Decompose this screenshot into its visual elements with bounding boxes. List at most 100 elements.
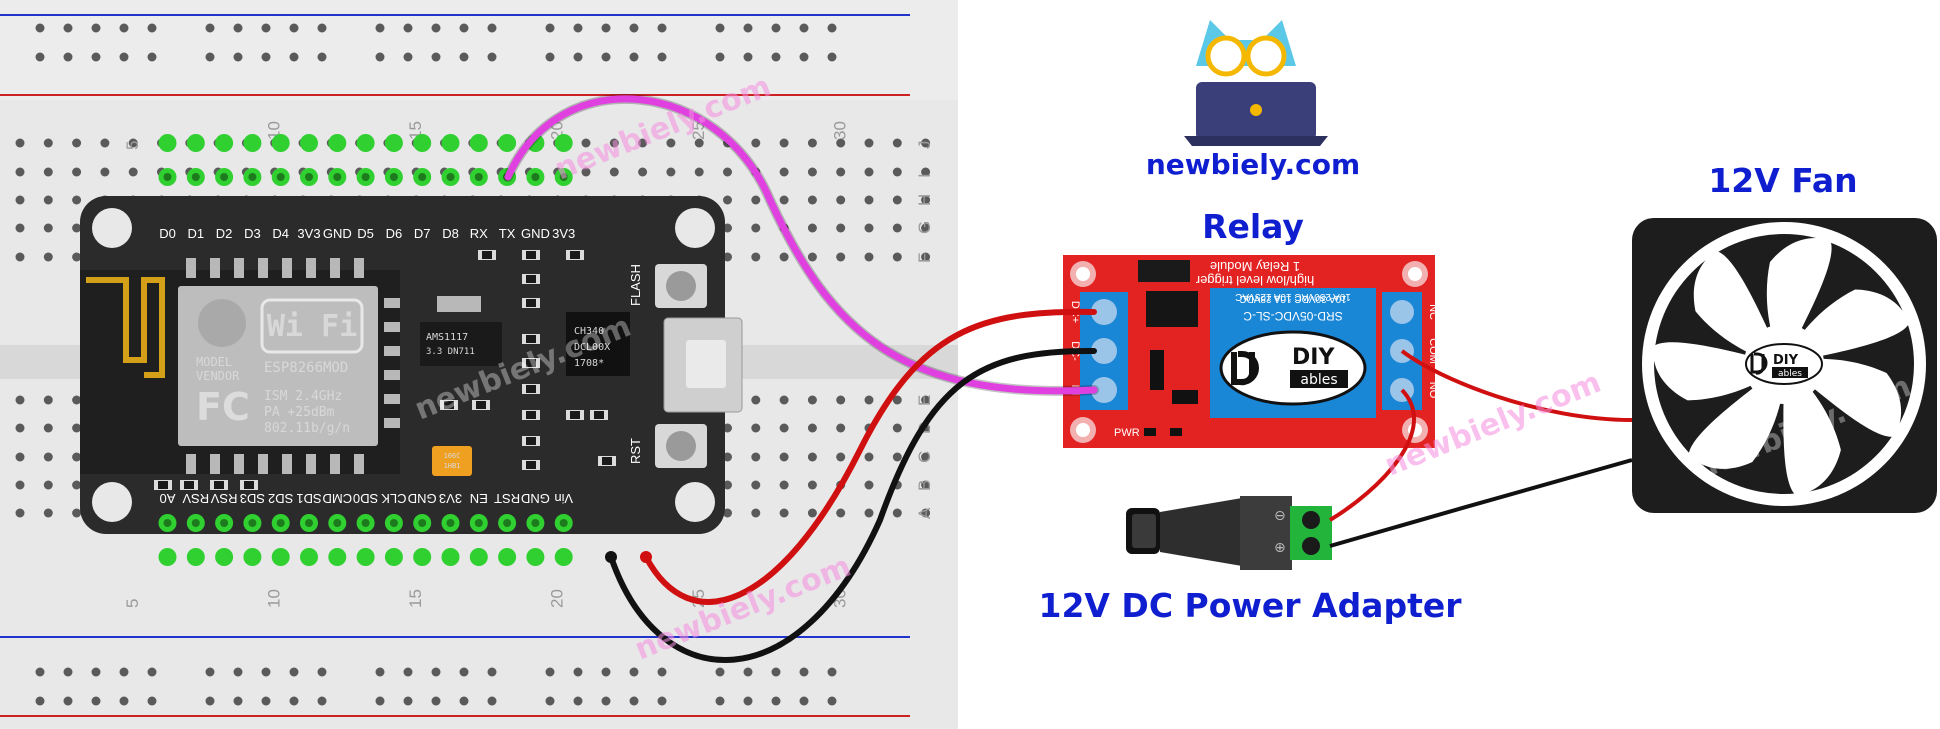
- header-pin: [441, 134, 460, 152]
- module-std-label: 802.11b/g/n: [264, 421, 350, 436]
- pin-label-d0: D0: [159, 226, 176, 241]
- signal-wire: [504, 95, 1098, 395]
- pin-label-d7: D7: [414, 226, 431, 241]
- pin-label-en: EN: [470, 491, 488, 506]
- pin-label-gnd: GND: [323, 226, 352, 241]
- esp8266-module: Wi Fi MODEL VENDOR ESP8266MOD FC ISM 2.4…: [80, 258, 400, 474]
- header-pin: [271, 548, 290, 566]
- svg-text:CH340: CH340: [574, 326, 604, 337]
- regulator-chip: [420, 322, 502, 366]
- header-pin: [384, 548, 403, 566]
- trigger-jumper: [1138, 260, 1190, 282]
- header-pin: [498, 134, 517, 152]
- fan-brand-bottom: ables: [1778, 369, 1802, 379]
- dc-power-adapter: ⊖ ⊕: [1126, 496, 1332, 570]
- pwr-label: PWR: [1114, 427, 1140, 439]
- pin-label-gnd: GND: [408, 491, 437, 506]
- row-letter: I: [915, 173, 934, 178]
- svg-text:⊖: ⊖: [1274, 508, 1286, 524]
- relay-module: 1 Relay Module high/low level trigger DC…: [1063, 255, 1439, 448]
- vcc-wire: [643, 308, 1097, 605]
- rst-label: RST: [628, 438, 643, 464]
- pin-label-3v3: 3V3: [439, 491, 462, 506]
- svg-text:ables: ables: [1300, 372, 1337, 388]
- header-pin: [271, 134, 290, 152]
- optocoupler: [1146, 291, 1198, 327]
- mount-hole: [675, 482, 715, 522]
- header-pin: [186, 548, 205, 566]
- row-letter: H: [915, 194, 934, 206]
- pin-label-d6: D6: [386, 226, 403, 241]
- pin-label-clk: CLK: [381, 491, 407, 506]
- header-pin: [328, 548, 347, 566]
- header-pin: [186, 134, 205, 152]
- row-letter: J: [915, 141, 934, 150]
- svg-text:1HB1: 1HB1: [444, 462, 461, 470]
- esp-top-pins: [158, 134, 573, 186]
- pin-label-sd1: SD1: [296, 491, 321, 506]
- column-number: 15: [406, 589, 425, 608]
- fan-blades: [1652, 238, 1910, 496]
- column-number: 10: [265, 589, 284, 608]
- pin-label-rsv: RSV: [210, 491, 237, 506]
- svg-text:⊕: ⊕: [1274, 540, 1286, 556]
- fan-negative-wire: [1329, 458, 1633, 548]
- diyables-logo-icon: DIY ables: [1219, 330, 1367, 406]
- relay-pin-label: COM: [1427, 338, 1439, 364]
- column-number: 25: [689, 121, 708, 140]
- header-pin: [215, 548, 234, 566]
- fan-brand-top: DIY: [1773, 353, 1799, 368]
- header-pin: [300, 134, 318, 152]
- row-letter: A: [915, 507, 934, 519]
- row-letter: F: [915, 253, 934, 263]
- newbiely-owl-logo-icon: [1184, 20, 1328, 146]
- pin-label-d3: D3: [244, 226, 261, 241]
- wifi-logo-text: Wi Fi: [267, 309, 357, 344]
- mount-hole: [92, 482, 132, 522]
- module-name-label: ESP8266MOD: [264, 360, 348, 376]
- header-pin: [413, 134, 432, 152]
- espressif-logo-icon: [198, 299, 246, 347]
- row-letter: C: [915, 451, 934, 463]
- flash-button[interactable]: [655, 264, 707, 308]
- fcc-logo: FC: [196, 385, 250, 429]
- mount-hole: [92, 208, 132, 248]
- module-model-label: MODEL: [196, 355, 232, 369]
- regulator-label: AMS1117: [426, 332, 468, 343]
- usb-serial-chip: [566, 312, 630, 376]
- pin-label-3v3: 3V3: [552, 226, 575, 241]
- column-number: 20: [548, 589, 567, 608]
- relay-subtitle: high/low level trigger: [1195, 273, 1314, 288]
- pin-label-gnd: GND: [521, 491, 550, 506]
- header-pin: [526, 548, 545, 566]
- pin-label-rst: RST: [494, 491, 520, 506]
- header-pin: [356, 134, 375, 152]
- column-number: 5: [123, 599, 142, 608]
- header-pin: [469, 548, 488, 566]
- esp-bottom-pins: [158, 514, 573, 566]
- header-pin: [554, 134, 573, 152]
- module-ism-label: ISM 2.4GHz: [264, 389, 342, 404]
- relay-pin-label: NO: [1427, 382, 1439, 399]
- header-pin: [158, 548, 177, 566]
- pin-label-vin: Vin: [554, 491, 573, 506]
- header-pin: [300, 548, 318, 566]
- relay-title: 1 Relay Module: [1210, 259, 1300, 274]
- pin-label-tx: TX: [499, 226, 516, 241]
- svg-text:DCL00X: DCL00X: [574, 342, 610, 353]
- regulator-sub-label: 3.3 DN711: [426, 347, 475, 357]
- header-pin: [498, 548, 517, 566]
- fan: DIY ables: [1632, 218, 1937, 513]
- pin-label-d2: D2: [216, 226, 233, 241]
- module-vendor-label: VENDOR: [196, 369, 240, 383]
- fan-positive-wire: [1400, 349, 1633, 422]
- svg-text:1708*: 1708*: [574, 358, 604, 369]
- reset-button[interactable]: [655, 424, 707, 468]
- header-pin: [554, 548, 573, 566]
- pin-label-gnd: GND: [521, 226, 550, 241]
- smd-components: [154, 250, 616, 490]
- pin-label-d8: D8: [442, 226, 459, 241]
